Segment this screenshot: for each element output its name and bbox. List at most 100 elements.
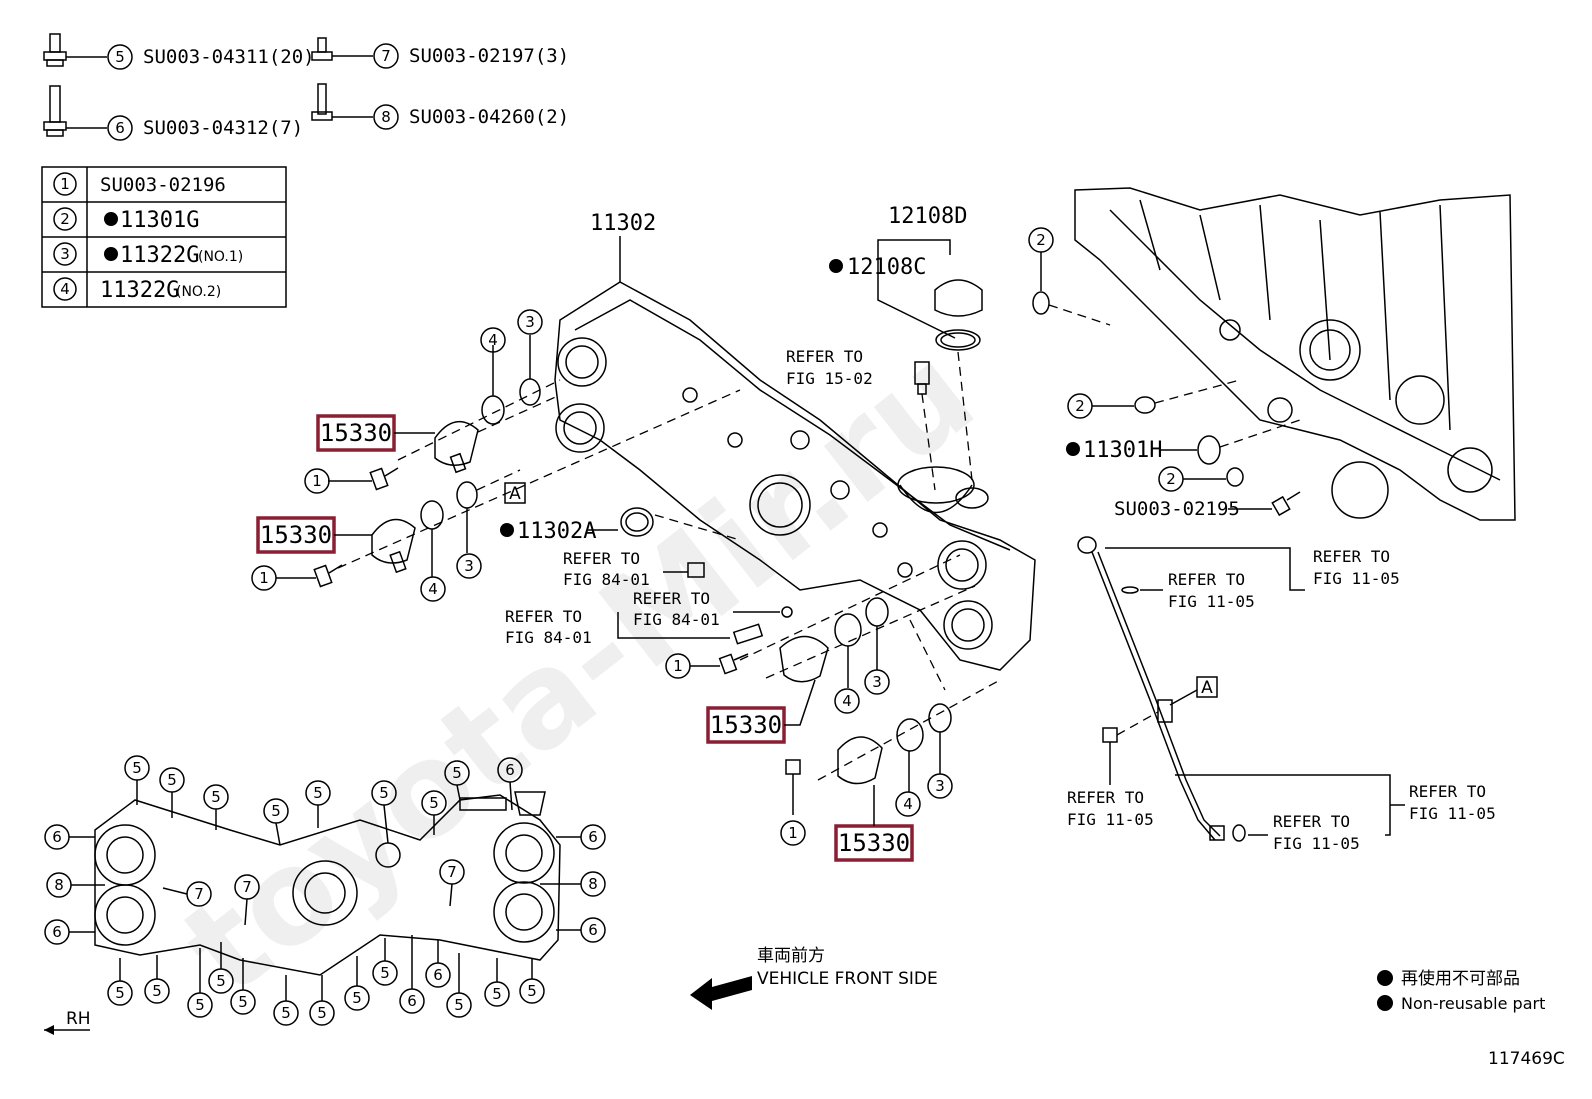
callout-num: 5 (152, 982, 162, 1000)
callout-4 (480, 327, 506, 353)
refer-15-02-a[interactable]: REFER TO (786, 347, 863, 366)
front-side-en: VEHICLE FRONT SIDE (757, 969, 938, 989)
callout-4 (420, 576, 446, 602)
dipstick-drawing (1077, 536, 1246, 842)
refer-11-05-a2[interactable]: REFER TO (1168, 570, 1245, 589)
fastener-6-part[interactable]: SU003-04312(7) (143, 117, 303, 139)
table-part-1[interactable]: SU003-02196 (100, 174, 226, 196)
callout-num: 5 (429, 794, 439, 812)
rh-arrow-icon (44, 1025, 90, 1035)
part-12108c[interactable]: 12108C (847, 255, 926, 280)
callout-num: 7 (447, 863, 457, 881)
callout-2 (1158, 466, 1184, 492)
table-part-3[interactable]: 11322G (120, 243, 199, 268)
callout-num: 5 (352, 989, 362, 1007)
callout-num: 6 (505, 761, 515, 779)
legend-table: 1 SU003-02196 2 11301G 3 11322G (NO.1) 4… (41, 166, 287, 308)
oil-cap-drawing (934, 279, 983, 351)
nonreusable-dot (104, 247, 118, 261)
callout-4 (834, 688, 860, 714)
fastener-list: 5 SU003-04311(20) 6 SU003-04312(7) 7 SU0… (43, 33, 569, 141)
callout-num: 1 (312, 472, 322, 490)
callout-num: 7 (194, 885, 204, 903)
callout-num: 5 (281, 1004, 291, 1022)
part-15330-label-4[interactable]: 15330 (838, 829, 910, 857)
refer-84-01-a1[interactable]: REFER TO (563, 549, 640, 568)
callout-2 (1067, 393, 1093, 419)
callout-num: 8 (54, 876, 64, 894)
table-part-4[interactable]: 11322G (100, 278, 179, 303)
callout-num: 6 (433, 966, 443, 984)
table-note-4: (NO.2) (176, 284, 221, 300)
part-15330-label-1[interactable]: 15330 (320, 419, 392, 447)
callout-3 (517, 309, 543, 335)
table-part-2[interactable]: 11301G (120, 208, 199, 233)
refer-11-05-b5[interactable]: FIG 11-05 (1409, 804, 1496, 823)
callout-num: 5 (380, 964, 390, 982)
part-15330-label-2[interactable]: 15330 (260, 521, 332, 549)
part-su003-02195[interactable]: SU003-02195 (1114, 498, 1240, 520)
cover-callouts: 5 5 5 5 5 5 5 5 6 6 8 6 6 8 6 7 7 7 5 5 … (44, 755, 606, 1026)
nonreusable-dot (1066, 442, 1080, 456)
refer-11-05-a1[interactable]: REFER TO (1313, 547, 1390, 566)
solenoid-upper-2 (371, 481, 478, 574)
seal-11302a-icon (620, 507, 654, 537)
callout-num: 7 (242, 878, 252, 896)
fastener-5-part[interactable]: SU003-04311(20) (143, 46, 315, 68)
callout-num: 6 (588, 828, 598, 846)
refer-11-05-a3[interactable]: REFER TO (1067, 788, 1144, 807)
nonreusable-dot (104, 212, 118, 226)
legend-note-en: Non-reusable part (1401, 994, 1545, 1013)
callout-num: 5 (317, 1004, 327, 1022)
callout-num: 5 (216, 972, 226, 990)
bolt-8-icon (311, 83, 333, 121)
callout-6-num: 6 (115, 119, 125, 137)
timing-cover-drawing (554, 281, 1036, 671)
part-15330-label-3[interactable]: 15330 (710, 711, 782, 739)
refer-11-05-a4[interactable]: REFER TO (1273, 812, 1350, 831)
sensor-icon (732, 623, 764, 645)
refer-84-01-b1[interactable]: FIG 84-01 (563, 570, 650, 589)
callout-num: 8 (588, 875, 598, 893)
refer-84-01-a2[interactable]: REFER TO (633, 589, 710, 608)
refer-11-05-b4[interactable]: FIG 11-05 (1273, 834, 1360, 853)
callout-8 (373, 104, 399, 130)
callout-num: 5 (527, 982, 537, 1000)
table-ref-4: 4 (60, 280, 70, 298)
front-side-jp: 車両前方 (757, 946, 825, 966)
callout-num: 1 (788, 824, 798, 842)
bolt-icon (1271, 491, 1301, 517)
fastener-7-part[interactable]: SU003-02197(3) (409, 45, 569, 67)
bolt-5-icon (43, 33, 67, 67)
cover-bolt-pattern-drawing (94, 791, 561, 976)
table-ref-1: 1 (60, 175, 70, 193)
bolt-icon (785, 759, 801, 815)
refer-84-01-a3[interactable]: REFER TO (505, 607, 582, 626)
refer-11-05-b1[interactable]: FIG 11-05 (1313, 569, 1400, 588)
fastener-8-part[interactable]: SU003-04260(2) (409, 106, 569, 128)
callout-num: 5 (167, 771, 177, 789)
refer-15-02-b[interactable]: FIG 15-02 (786, 369, 873, 388)
sensor-icon (687, 562, 705, 578)
callout-num: 4 (842, 692, 852, 710)
part-11302a[interactable]: 11302A (517, 519, 596, 544)
callout-num: 4 (428, 580, 438, 598)
bolt-icon (1102, 711, 1159, 785)
part-11301h[interactable]: 11301H (1083, 438, 1162, 463)
refer-11-05-a5[interactable]: REFER TO (1409, 782, 1486, 801)
front-arrow-icon (690, 976, 752, 1010)
refer-11-05-b3[interactable]: FIG 11-05 (1067, 810, 1154, 829)
refer-84-01-b3[interactable]: FIG 84-01 (505, 628, 592, 647)
part-12108d[interactable]: 12108D (888, 204, 967, 229)
refer-11-05-b2[interactable]: FIG 11-05 (1168, 592, 1255, 611)
refer-84-01-b2[interactable]: FIG 84-01 (633, 610, 720, 629)
callout-1 (780, 820, 806, 846)
part-11302[interactable]: 11302 (590, 211, 656, 236)
callout-num: 3 (525, 313, 535, 331)
bolt-6-icon (43, 85, 67, 137)
callout-num: 1 (259, 569, 269, 587)
nonreusable-dot (829, 259, 843, 273)
callout-num: 6 (407, 992, 417, 1010)
callout-num: 5 (195, 996, 205, 1014)
